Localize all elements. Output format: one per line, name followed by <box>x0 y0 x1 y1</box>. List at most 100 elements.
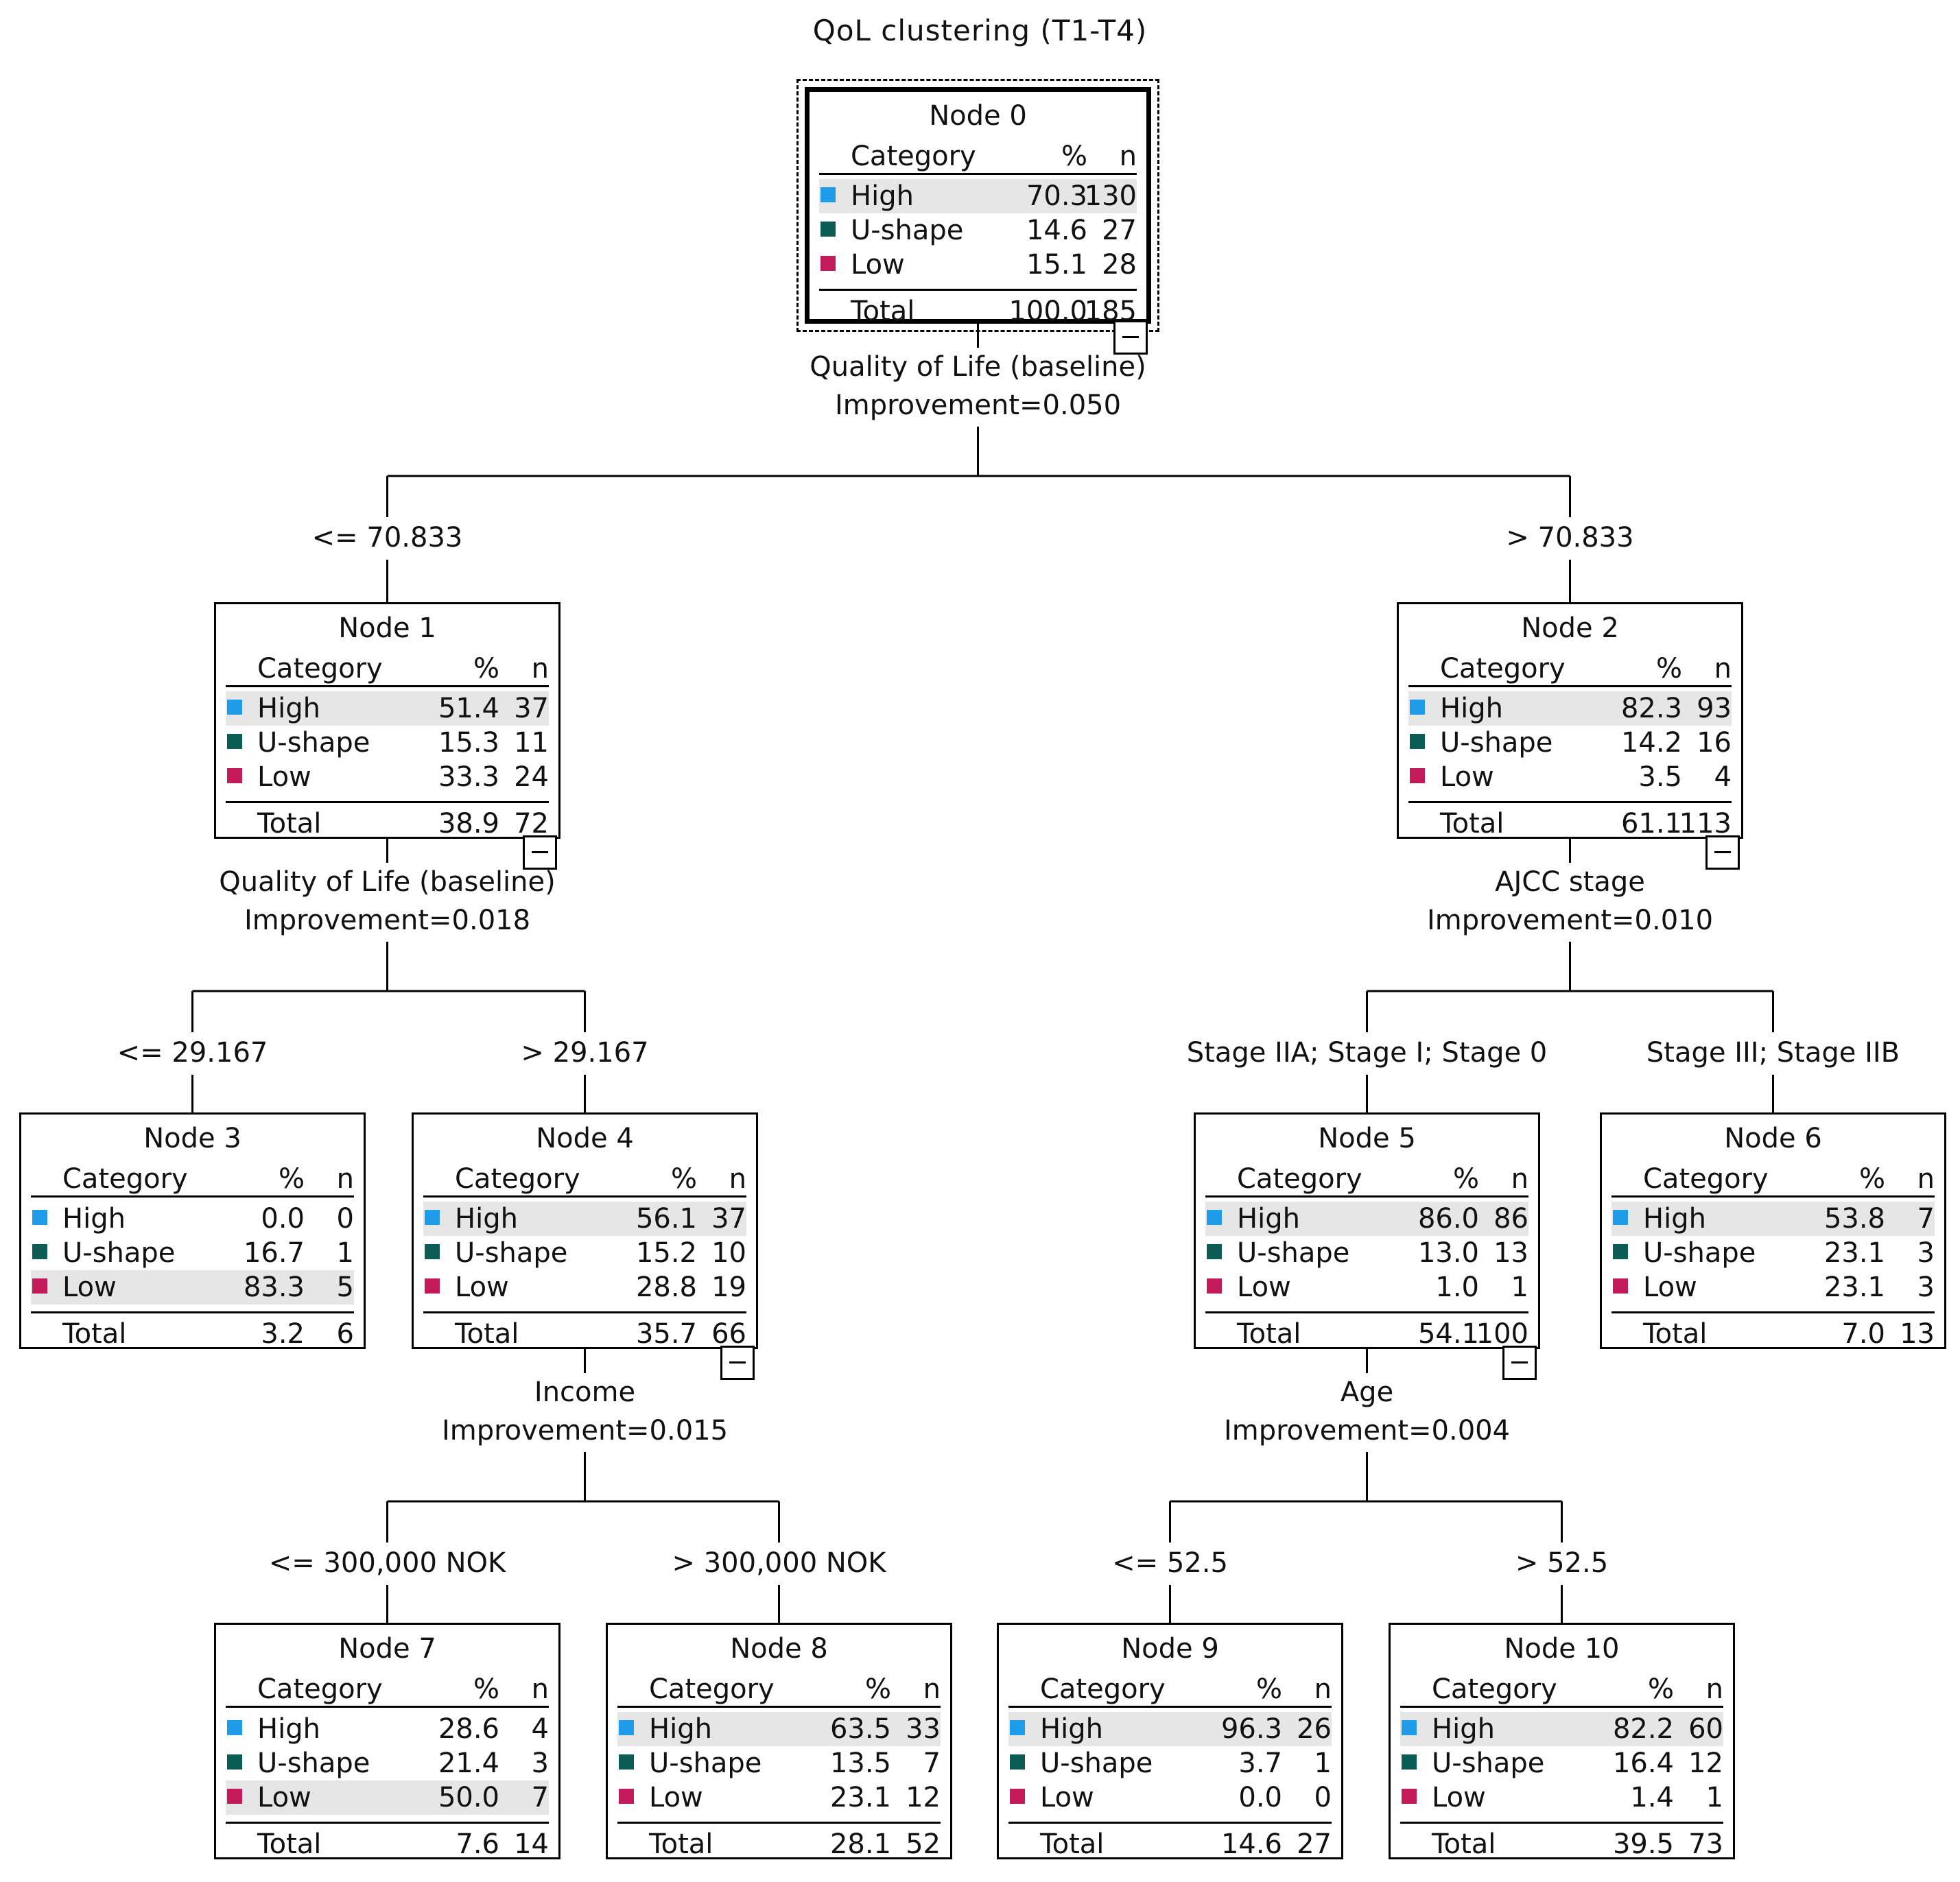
branch-condition-label: <= 29.167 <box>117 1037 268 1069</box>
category-count: 4 <box>1714 761 1732 793</box>
category-percent: 23.1 <box>829 1782 891 1813</box>
collapse-node-button[interactable] <box>1705 835 1740 870</box>
category-count: 33 <box>906 1713 941 1745</box>
total-percent: 100.0 <box>1008 296 1087 327</box>
category-percent: 16.7 <box>243 1237 305 1269</box>
category-percent: 1.4 <box>1630 1782 1674 1813</box>
category-percent: 83.3 <box>243 1272 305 1303</box>
node-title: Node 0 <box>929 100 1027 132</box>
node-table-header: Category%n <box>1008 1673 1332 1708</box>
category-swatch-icon <box>1402 1720 1417 1735</box>
total-label: Total <box>1432 1829 1496 1860</box>
category-name: High <box>851 180 914 212</box>
category-count: 0 <box>336 1203 354 1235</box>
header-percent: % <box>1061 141 1087 172</box>
category-percent: 53.8 <box>1823 1203 1885 1235</box>
category-swatch-icon <box>227 1789 242 1804</box>
category-percent: 15.3 <box>438 727 499 759</box>
category-percent: 70.3 <box>1026 180 1087 212</box>
header-category: Category <box>62 1163 188 1195</box>
collapse-node-button[interactable] <box>720 1346 755 1380</box>
total-count: 13 <box>1900 1318 1935 1350</box>
total-label: Total <box>649 1829 713 1860</box>
header-percent: % <box>473 653 499 684</box>
category-name: U-shape <box>257 1748 370 1779</box>
node-table-header: Category%n <box>226 652 549 687</box>
root-node-selection-outline <box>796 79 1159 332</box>
category-count: 12 <box>1688 1748 1723 1779</box>
header-n: n <box>1705 1673 1723 1705</box>
total-count: 27 <box>1297 1829 1332 1860</box>
category-swatch-icon <box>227 1754 242 1770</box>
collapse-node-button[interactable] <box>1113 320 1148 355</box>
category-swatch-icon <box>1410 734 1425 749</box>
header-category: Category <box>1440 653 1566 684</box>
total-label: Total <box>62 1318 127 1350</box>
category-name: U-shape <box>1237 1237 1350 1269</box>
category-count: 10 <box>711 1237 746 1269</box>
category-count: 3 <box>1917 1237 1935 1269</box>
category-name: Low <box>257 761 311 793</box>
collapse-node-button[interactable] <box>523 835 557 870</box>
node-title: Node 7 <box>338 1633 436 1665</box>
total-percent: 28.1 <box>829 1829 891 1860</box>
category-percent: 23.1 <box>1823 1272 1885 1303</box>
category-name: Low <box>851 249 905 281</box>
total-label: Total <box>1643 1318 1708 1350</box>
category-count: 0 <box>1314 1782 1332 1813</box>
category-count: 7 <box>923 1748 941 1779</box>
category-percent: 63.5 <box>829 1713 891 1745</box>
category-count: 5 <box>336 1272 354 1303</box>
category-percent: 0.0 <box>1238 1782 1282 1813</box>
category-swatch-icon <box>32 1278 47 1294</box>
branch-condition-label: <= 52.5 <box>1112 1547 1228 1579</box>
split-variable: Income <box>534 1377 636 1408</box>
collapse-node-button[interactable] <box>1502 1346 1537 1380</box>
category-swatch-icon <box>425 1210 440 1225</box>
header-percent: % <box>1655 653 1682 684</box>
header-n: n <box>729 1163 746 1195</box>
category-swatch-icon <box>1613 1278 1628 1294</box>
node-title: Node 2 <box>1521 612 1619 644</box>
category-name: High <box>1643 1203 1706 1235</box>
category-percent: 86.0 <box>1417 1203 1479 1235</box>
category-percent: 56.1 <box>635 1203 697 1235</box>
category-percent: 13.0 <box>1417 1237 1479 1269</box>
category-name: Low <box>649 1782 703 1813</box>
category-name: U-shape <box>1432 1748 1545 1779</box>
category-swatch-icon <box>1010 1720 1025 1735</box>
branch-condition-label: > 300,000 NOK <box>672 1547 886 1579</box>
category-count: 3 <box>1917 1272 1935 1303</box>
category-name: Low <box>1440 761 1494 793</box>
category-name: Low <box>1643 1272 1697 1303</box>
